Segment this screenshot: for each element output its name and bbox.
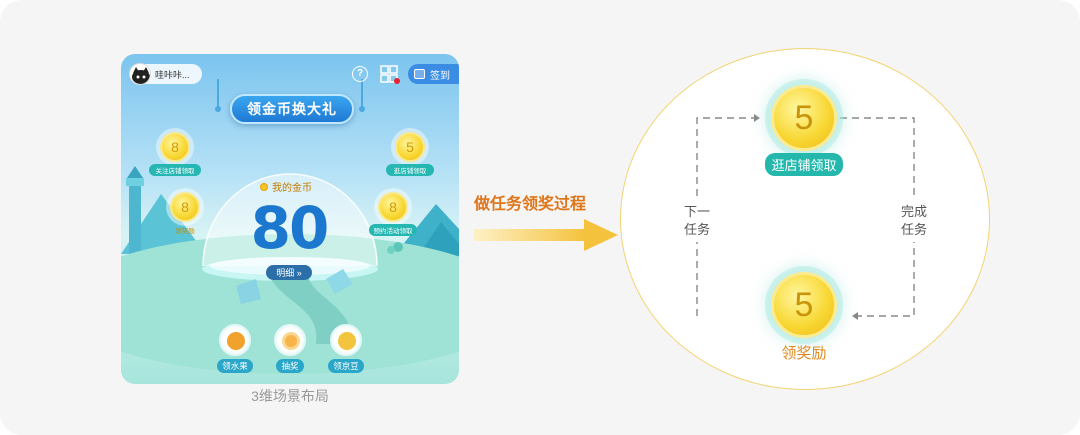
- help-icon[interactable]: ?: [352, 66, 368, 82]
- process-title: 做任务领奖过程: [474, 196, 587, 213]
- arrow-head-icon: [754, 114, 760, 122]
- right-arrow-icon: [474, 219, 618, 251]
- cat-avatar-icon: [132, 67, 150, 84]
- notification-dot: [394, 78, 400, 84]
- user-name: 哇咔咔...: [155, 69, 190, 80]
- coin-icon: 8: [170, 192, 200, 222]
- coin-icon: 5: [395, 132, 425, 162]
- action-lottery[interactable]: 抽奖: [268, 324, 312, 374]
- coins-label-text: 我的金币: [272, 183, 312, 194]
- bubble-label: 预约活动领取: [369, 224, 417, 236]
- detail-button[interactable]: 明细 »: [266, 265, 312, 280]
- next-task-line-1: 下一: [683, 204, 710, 219]
- coin-icon: 5: [771, 85, 837, 151]
- action-bean[interactable]: 领京豆: [324, 324, 368, 374]
- bubble-reward[interactable]: 8 领奖励: [165, 192, 205, 236]
- visit-shop-tag: 逛店铺领取: [765, 153, 843, 176]
- bubble-reserve-event[interactable]: 8 预约活动领取: [369, 192, 417, 236]
- coins-label: 我的金币: [260, 179, 312, 194]
- arrow-head-icon: [852, 312, 858, 320]
- bubble-follow-shop[interactable]: 8 关注店铺领取: [149, 132, 201, 176]
- signin-label: 签到: [430, 70, 450, 82]
- phone-scene: 哇咔咔... ? 签到 领金币换大礼 8 关注店铺领取 5 逛店铺领取 8 领奖…: [121, 54, 459, 384]
- signin-button[interactable]: 签到: [408, 64, 459, 84]
- flow-reward: 5 领奖励: [759, 272, 849, 365]
- page-title: 领金币换大礼: [230, 94, 354, 124]
- user-chip[interactable]: 哇咔咔...: [129, 63, 202, 85]
- action-fruit[interactable]: 领水果: [213, 324, 257, 374]
- bean-icon: [338, 332, 356, 350]
- next-task-line-2: 任务: [683, 222, 710, 237]
- reward-label: 领奖励: [781, 345, 827, 362]
- complete-task-line-2: 任务: [900, 222, 927, 237]
- flow-visit-shop: 5 逛店铺领取: [759, 85, 849, 176]
- coin-icon: [260, 182, 268, 191]
- avatar: [129, 63, 151, 85]
- next-task-label: 下一 任务: [680, 200, 714, 242]
- complete-task-label: 完成 任务: [897, 200, 931, 242]
- coins-value: 80: [250, 194, 330, 262]
- lottery-icon: [282, 332, 300, 350]
- calendar-icon: [414, 69, 425, 79]
- coin-icon: 5: [771, 272, 837, 338]
- coin-icon: 8: [160, 132, 190, 162]
- scene-caption: 3维场景布局: [251, 388, 329, 404]
- complete-task-line-1: 完成: [900, 204, 927, 219]
- coin-icon: 8: [378, 192, 408, 222]
- action-label: 领水果: [217, 359, 253, 373]
- bubble-label: 逛店铺领取: [386, 164, 434, 176]
- bubble-label: 领奖励: [175, 228, 195, 235]
- bubble-visit-shop[interactable]: 5 逛店铺领取: [386, 132, 434, 176]
- action-label: 抽奖: [276, 359, 304, 373]
- fruit-icon: [227, 332, 245, 350]
- action-label: 领京豆: [328, 359, 364, 373]
- bubble-label: 关注店铺领取: [149, 164, 201, 176]
